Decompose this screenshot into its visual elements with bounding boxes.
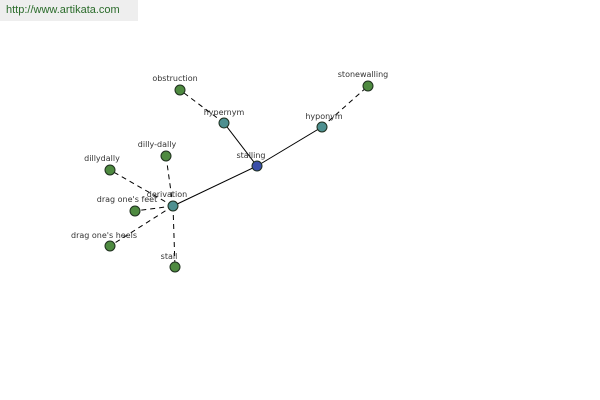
node-hyponym-label[interactable]: hyponym [305, 112, 343, 121]
node-hypernym-circle[interactable] [218, 117, 230, 129]
edge-derivation-to-dillydally [109, 169, 174, 207]
node-stall-circle[interactable] [169, 261, 181, 273]
edge-hyponym-to-stonewalling [321, 85, 369, 128]
node-dillydally[interactable]: dillydally [84, 154, 120, 176]
edges-layer [109, 85, 369, 268]
node-stonewalling-label[interactable]: stonewalling [338, 70, 388, 79]
edge-stalling-to-derivation [172, 165, 258, 207]
node-drag-ones-heels-label[interactable]: drag one's heels [71, 231, 137, 240]
node-hyponym-circle[interactable] [316, 121, 328, 133]
node-derivation[interactable]: derivation [147, 190, 187, 212]
node-stonewalling-circle[interactable] [362, 80, 374, 92]
edge-stalling-to-hypernym [223, 122, 258, 167]
site-url-link[interactable]: http://www.artikata.com [6, 4, 120, 16]
node-derivation-circle[interactable] [167, 200, 179, 212]
node-stalling-label[interactable]: stalling [236, 151, 265, 160]
edge-derivation-to-drag-ones-feet [134, 205, 174, 212]
node-dilly-dally-circle[interactable] [160, 150, 172, 162]
node-derivation-label[interactable]: derivation [147, 190, 187, 199]
node-drag-ones-heels-circle[interactable] [104, 240, 116, 252]
node-hyponym[interactable]: hyponym [305, 112, 343, 133]
node-obstruction-label[interactable]: obstruction [152, 74, 197, 83]
node-hypernym[interactable]: hypernym [204, 108, 245, 129]
node-dillydally-label[interactable]: dillydally [84, 154, 120, 163]
node-stalling-circle[interactable] [251, 160, 263, 172]
node-obstruction-circle[interactable] [174, 84, 186, 96]
edge-derivation-to-drag-ones-heels [109, 205, 174, 247]
nodes-layer: stalling hypernym hyponym derivation obstruc… [71, 70, 388, 273]
node-dillydally-circle[interactable] [104, 164, 116, 176]
url-bar: http://www.artikata.com [0, 0, 138, 21]
node-stall-label[interactable]: stall [161, 252, 178, 261]
node-dilly-dally-label[interactable]: dilly-dally [138, 140, 177, 149]
node-obstruction[interactable]: obstruction [152, 74, 198, 96]
node-hypernym-label[interactable]: hypernym [204, 108, 245, 117]
edge-derivation-to-stall [172, 205, 176, 268]
node-drag-ones-feet[interactable]: drag one's feet [97, 195, 157, 217]
node-drag-ones-heels[interactable]: drag one's heels [71, 231, 137, 252]
node-stonewalling[interactable]: stonewalling [338, 70, 388, 92]
edge-hypernym-to-obstruction [179, 89, 225, 124]
node-stall[interactable]: stall [161, 252, 181, 273]
node-drag-ones-feet-label[interactable]: drag one's feet [97, 195, 157, 204]
node-dilly-dally[interactable]: dilly-dally [138, 140, 177, 162]
node-drag-ones-feet-circle[interactable] [129, 205, 141, 217]
edge-stalling-to-hyponym [256, 126, 323, 167]
node-stalling[interactable]: stalling [236, 151, 266, 172]
